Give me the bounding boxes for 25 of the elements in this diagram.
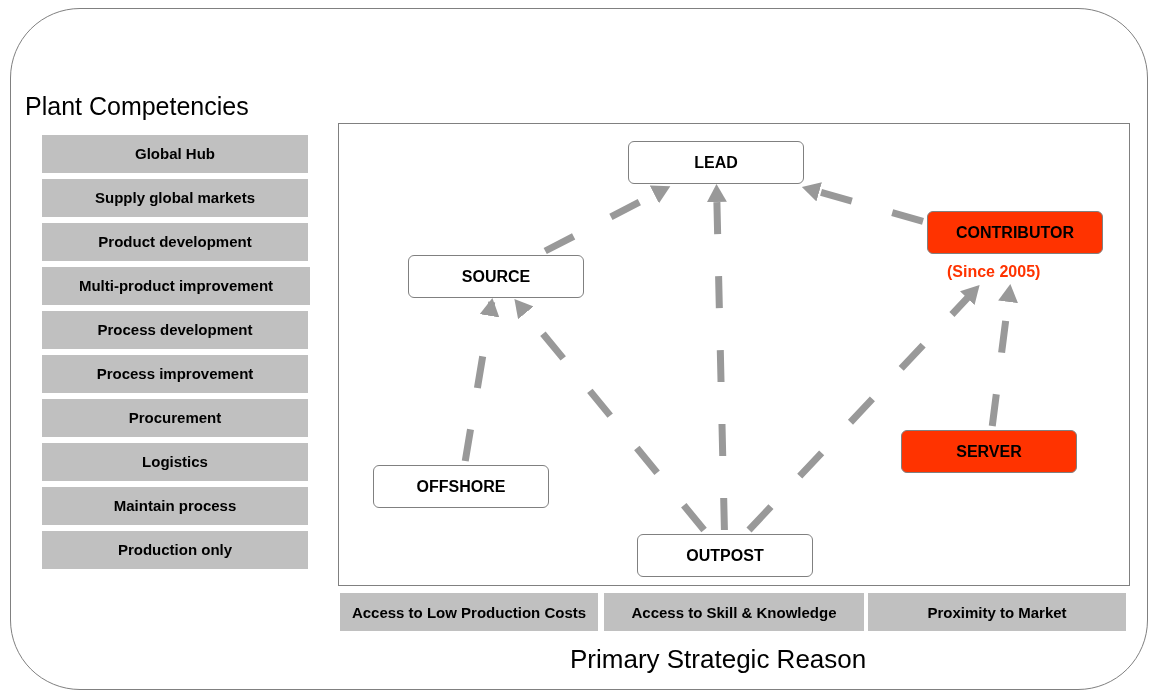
arrow bbox=[514, 298, 707, 533]
arrow bbox=[706, 184, 728, 531]
competency-bar: Production only bbox=[42, 531, 308, 569]
competency-bar: Process development bbox=[42, 311, 308, 349]
plant-role-box: SERVER bbox=[901, 430, 1077, 473]
competency-bar: Supply global markets bbox=[42, 179, 308, 217]
plant-role-box: CONTRIBUTOR bbox=[927, 211, 1103, 254]
heading-text: Primary Strategic Reason bbox=[570, 643, 867, 676]
competency-bar: Logistics bbox=[42, 443, 308, 481]
competency-bar: Maintain process bbox=[42, 487, 308, 525]
arrow bbox=[801, 182, 924, 225]
plant-role-box: LEAD bbox=[628, 141, 804, 184]
reason-bar: Access to Skill & Knowledge bbox=[604, 593, 864, 631]
plant-role-box: OFFSHORE bbox=[373, 465, 549, 508]
competency-bar: Process improvement bbox=[42, 355, 308, 393]
heading-text: Plant Competencies bbox=[25, 91, 249, 122]
plant-role-box: OUTPOST bbox=[637, 534, 813, 577]
note-text: (Since 2005) bbox=[947, 262, 1041, 282]
competency-bar: Multi-product improvement bbox=[42, 267, 310, 305]
competency-bar: Global Hub bbox=[42, 135, 308, 173]
reason-bar: Proximity to Market bbox=[868, 593, 1126, 631]
competency-bar: Procurement bbox=[42, 399, 308, 437]
reason-bar: Access to Low Production Costs bbox=[340, 593, 598, 631]
plant-role-box: SOURCE bbox=[408, 255, 584, 298]
competency-bar: Product development bbox=[42, 223, 308, 261]
